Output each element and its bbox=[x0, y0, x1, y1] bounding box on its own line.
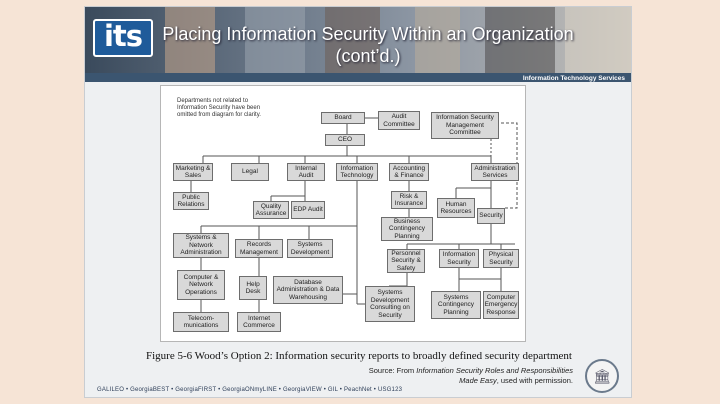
information-security-node: Information Security bbox=[439, 249, 479, 268]
systems-contingency-node: Systems Contingency Planning bbox=[431, 291, 481, 319]
public-relations-node: Public Relations bbox=[173, 192, 209, 210]
accounting-node: Accounting & Finance bbox=[389, 163, 429, 181]
administration-node: Administration Services bbox=[471, 163, 519, 181]
systems-development-node: Systems Development bbox=[287, 239, 333, 258]
source-suffix: , used with permission. bbox=[496, 376, 573, 385]
edp-audit-node: EDP Audit bbox=[291, 201, 325, 219]
banner-photo bbox=[245, 7, 305, 82]
isms-committee-node: Information Security Management Committe… bbox=[431, 112, 499, 139]
source-credit: Source: From Information Security Roles … bbox=[363, 366, 573, 386]
slide: its Placing Information Security Within … bbox=[84, 6, 632, 398]
its-logo: its bbox=[93, 19, 153, 57]
quality-assurance-node: Quality Assurance bbox=[253, 201, 289, 219]
banner-photo bbox=[165, 7, 215, 82]
diagram-note: Departments not related to Information S… bbox=[177, 98, 261, 118]
figure-caption: Figure 5-6 Wood’s Option 2: Information … bbox=[146, 350, 572, 362]
slide-title-line1: Placing Information Security Within an O… bbox=[162, 24, 574, 44]
database-admin-node: Database Administration & Data Warehousi… bbox=[273, 276, 343, 304]
risk-insurance-node: Risk & Insurance bbox=[391, 191, 427, 209]
header-banner: its Placing Information Security Within … bbox=[85, 7, 631, 82]
banner-photo bbox=[325, 7, 380, 82]
source-title: Information Security Roles and Responsib… bbox=[416, 366, 573, 385]
source-prefix: Source: From bbox=[368, 366, 417, 375]
information-technology-node: Information Technology bbox=[336, 163, 378, 181]
systems-network-admin-node: Systems & Network Administration bbox=[173, 233, 229, 258]
banner-photo bbox=[485, 7, 555, 82]
footer-links: GALILEO • GeorgiaBEST • GeorgiaFIRST • G… bbox=[97, 387, 403, 393]
computer-network-ops-node: Computer & Network Operations bbox=[177, 270, 225, 300]
audit-committee-node: Audit Committee bbox=[378, 111, 420, 130]
slide-title: Placing Information Security Within an O… bbox=[153, 23, 583, 67]
personnel-security-node: Personnel Security & Safety bbox=[387, 249, 425, 273]
systems-dev-consulting-node: Systems Development Consulting on Securi… bbox=[365, 286, 415, 322]
human-resources-node: Human Resources bbox=[437, 198, 475, 218]
university-seal-icon: 🏛 bbox=[585, 359, 619, 393]
business-contingency-node: Business Contingency Planning bbox=[381, 217, 433, 241]
department-bar: Information Technology Services bbox=[85, 73, 631, 82]
board-node: Board bbox=[321, 112, 365, 124]
ceo-node: CEO bbox=[325, 134, 365, 146]
marketing-node: Marketing & Sales bbox=[173, 163, 213, 181]
telecommunications-node: Telecom- munications bbox=[173, 312, 229, 332]
security-node: Security bbox=[477, 208, 505, 224]
physical-security-node: Physical Security bbox=[483, 249, 519, 268]
records-management-node: Records Management bbox=[235, 239, 283, 258]
legal-node: Legal bbox=[231, 163, 269, 181]
slide-title-line2: (cont’d.) bbox=[335, 46, 401, 66]
internet-commerce-node: Internet Commerce bbox=[237, 312, 281, 332]
banner-photo bbox=[415, 7, 460, 82]
help-desk-node: Help Desk bbox=[239, 276, 267, 300]
department-label: Information Technology Services bbox=[522, 75, 625, 82]
org-chart: Departments not related to Information S… bbox=[160, 85, 526, 342]
internal-audit-node: Internal Audit bbox=[287, 163, 325, 181]
banner-photo bbox=[565, 7, 631, 82]
computer-emergency-node: Computer Emergency Response bbox=[483, 291, 519, 319]
